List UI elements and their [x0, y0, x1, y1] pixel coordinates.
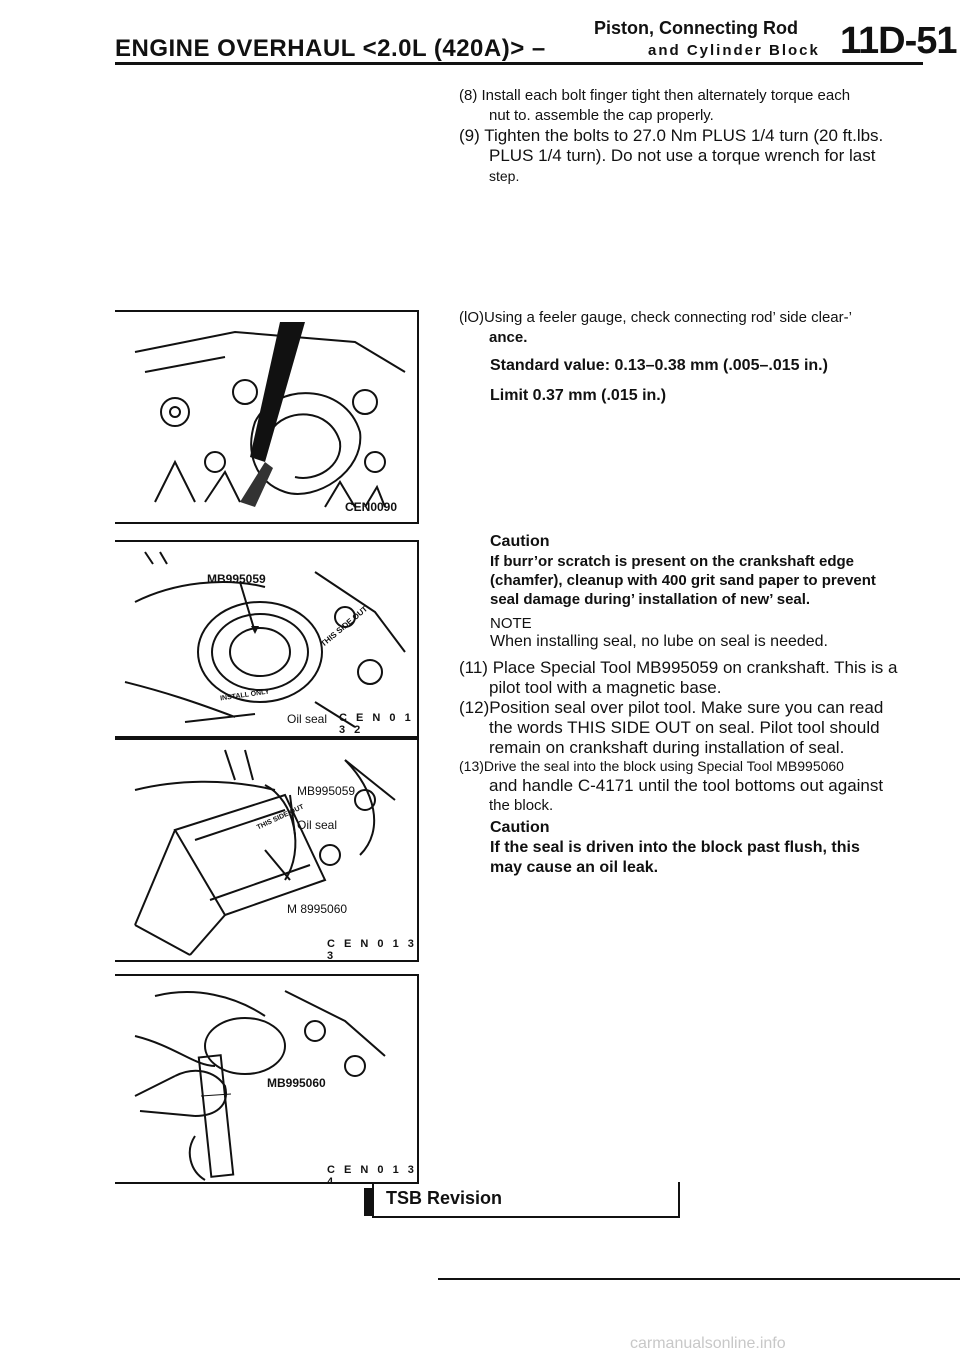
step-8-line2: nut to. assemble the cap properly. — [489, 107, 714, 124]
caution-1-line1: If burr’or scratch is present on the cra… — [490, 553, 854, 570]
tsb-revision-box: TSB Revision — [372, 1182, 680, 1218]
tsb-revision-label: TSB Revision — [386, 1188, 503, 1208]
handle-drive-illustration — [134, 990, 386, 1181]
fig1-code: CEN0090 — [345, 500, 398, 514]
step-9-line3: step. — [489, 168, 520, 184]
fig2-code: C E N 0 1 3 2 — [339, 712, 414, 736]
step-13-line2: and handle C-4171 until the tool bottoms… — [489, 776, 884, 795]
caution-1-body: If burr’or scratch is present on the cra… — [490, 552, 876, 609]
step-10: (lO)Using a feeler gauge, check connecti… — [459, 308, 852, 348]
fig3-code: C E N 0 1 3 3 — [327, 938, 417, 962]
step-10-line1: (lO)Using a feeler gauge, check connecti… — [459, 309, 852, 326]
fig2-part-label: Oil seal — [287, 712, 328, 726]
step-11-line2: pilot tool with a magnetic base. — [489, 678, 722, 697]
step-12-line1: (12)Position seal over pilot tool. Make … — [459, 698, 884, 717]
caution-1-line2: (chamfer), cleanup with 400 grit sand pa… — [490, 572, 876, 589]
header-title: ENGINE OVERHAUL <2.0L (420A)> – — [115, 35, 546, 62]
fig2-tool-label: MB995059 — [207, 572, 266, 586]
step-13-line3: the block. — [489, 797, 554, 814]
figure-seal-installer: MB995059 THIS SIDE OUT Oil seal M 899506… — [115, 738, 419, 962]
caution-2-line2: may cause an oil leak. — [490, 859, 659, 876]
note-title: NOTE — [490, 615, 532, 632]
section-title-bottom: and Cylinder Block — [648, 42, 820, 59]
footer-rule — [438, 1278, 960, 1280]
step-9-line2: PLUS 1/4 turn). Do not use a torque wren… — [489, 146, 876, 165]
step-12-line2: the words THIS SIDE OUT on seal. Pilot t… — [489, 718, 880, 737]
figure-pilot-tool: MB995059 THIS SIDE OUT INSTALL ONLY Oil … — [115, 540, 419, 738]
step-9: (9) Tighten the bolts to 27.0 Nm PLUS 1/… — [459, 126, 883, 186]
step-12-line3: remain on crankshaft during installation… — [489, 738, 845, 757]
section-title-top: Piston, Connecting Rod — [594, 18, 798, 38]
caution-2-title: Caution — [490, 819, 550, 836]
fig3-part-label: Oil seal — [297, 818, 338, 832]
fig4-code: C E N 0 1 3 4 — [327, 1164, 417, 1184]
caution-2-line1: If the seal is driven into the block pas… — [490, 839, 860, 856]
fig3-tool-label: MB995059 — [297, 784, 356, 798]
fig3-tool2-label: M 8995060 — [287, 902, 348, 916]
standard-value: Standard value: 0.13–0.38 mm (.005–.015 … — [490, 357, 828, 374]
figure-handle-drive: MB995060 C E N 0 1 3 4 — [115, 974, 419, 1184]
fig4-tool-label: MB995060 — [267, 1076, 326, 1090]
step-11-line1: (11) Place Special Tool MB995059 on cran… — [459, 658, 898, 677]
limit-value: Limit 0.37 mm (.015 in.) — [490, 387, 667, 404]
caution-2-body: If the seal is driven into the block pas… — [490, 838, 860, 878]
step-11: (11) Place Special Tool MB995059 on cran… — [459, 658, 897, 698]
caution-1-title: Caution — [490, 533, 550, 550]
feeler-gauge-illustration — [134, 322, 406, 508]
tsb-mark — [364, 1188, 374, 1216]
header-rule — [115, 62, 923, 65]
pilot-tool-illustration — [124, 551, 406, 728]
step-10-line2: ance. — [489, 329, 528, 346]
caution-1-line3: seal damage during’ installation of new’… — [490, 591, 811, 608]
step-13-line1: (13)Drive the seal into the block using … — [459, 758, 844, 774]
seal-installer-illustration — [134, 749, 396, 956]
page-number: 11D-51 — [840, 20, 958, 62]
figure-separator — [115, 960, 419, 962]
figure-feeler-gauge: CEN0090 — [115, 310, 419, 524]
step-13: (13)Drive the seal into the block using … — [459, 756, 883, 816]
note-body: When installing seal, no lube on seal is… — [490, 633, 828, 650]
watermark: carmanualsonline.info — [630, 1335, 786, 1352]
step-12: (12)Position seal over pilot tool. Make … — [459, 698, 883, 758]
step-8-line1: (8) Install each bolt finger tight then … — [459, 87, 851, 104]
step-8: (8) Install each bolt finger tight then … — [459, 86, 850, 126]
step-9-line1: (9) Tighten the bolts to 27.0 Nm PLUS 1/… — [459, 126, 884, 145]
